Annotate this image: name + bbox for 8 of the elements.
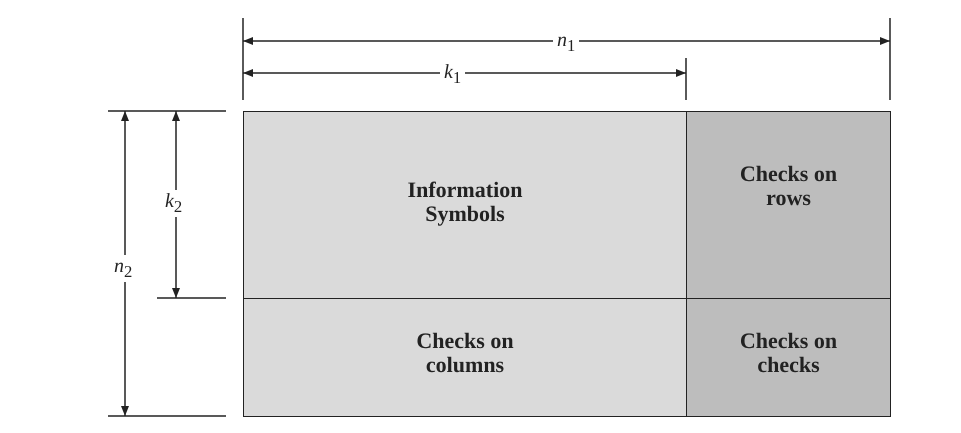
block-label: Checks on rows <box>738 162 838 210</box>
block-label: Information Symbols <box>406 178 524 226</box>
block-label: Checks on columns <box>415 329 515 377</box>
matrix-block <box>243 298 687 417</box>
matrix-block <box>686 298 891 417</box>
matrix-block <box>686 111 891 299</box>
matrix-block <box>243 111 687 299</box>
block-label: Checks on checks <box>738 329 838 377</box>
